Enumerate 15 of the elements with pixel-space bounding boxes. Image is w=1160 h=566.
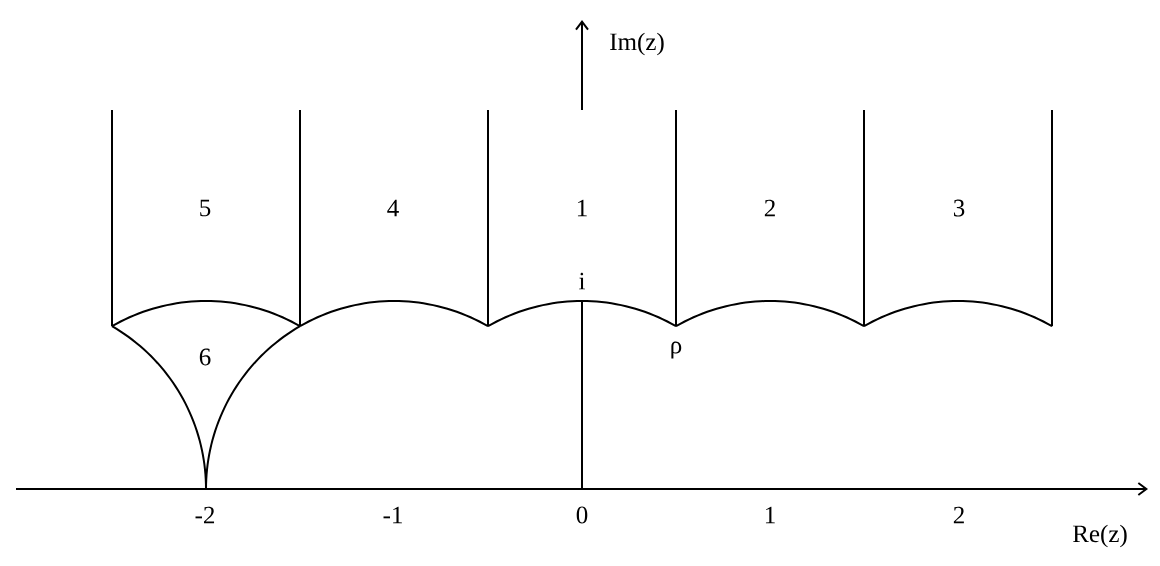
region-number: 1 (577, 199, 587, 217)
tick-label: 2 (953, 506, 964, 524)
point-label: ρ (671, 341, 682, 359)
axis-label: Im(z) (610, 32, 664, 56)
tick-label: -2 (195, 506, 215, 524)
region-number: 6 (199, 348, 211, 366)
tick-label: -1 (383, 506, 402, 524)
point-label: i (579, 272, 585, 290)
axis-label: Re(z) (1072, 524, 1127, 548)
tick-label: 1 (765, 506, 775, 524)
region-number: 5 (200, 199, 211, 217)
tick-label: 0 (576, 506, 588, 524)
region-number: 4 (387, 199, 399, 217)
region-number: 2 (764, 199, 775, 217)
region-number: 3 (953, 199, 965, 217)
